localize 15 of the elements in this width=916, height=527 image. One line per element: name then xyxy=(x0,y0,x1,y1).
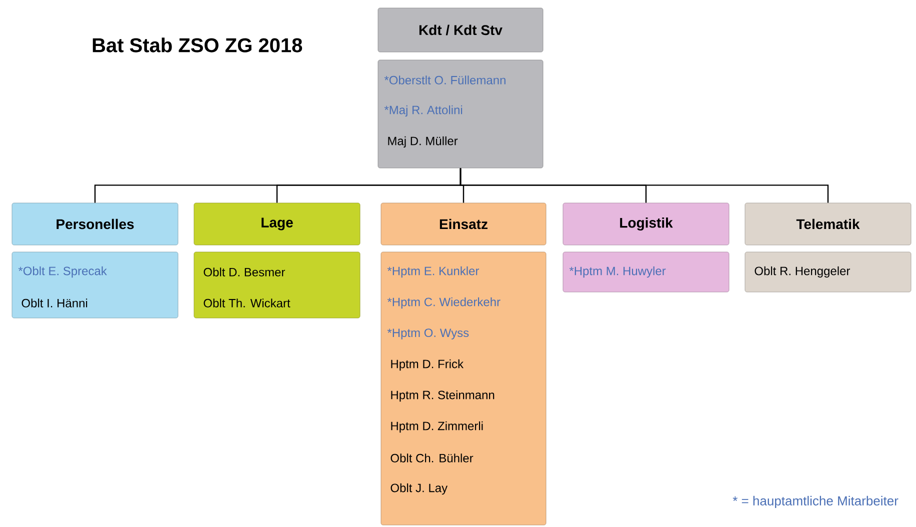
member-box: *Hptm E. Kunkler *Hptm C. Wiederkehr *Hptm O. Wyss Hptm D. Frick Hptm R. Steinmann Hptm D. Zimmerli Oblt Ch. Bühler Oblt J. Lay xyxy=(380,252,546,526)
header-box: Kdt / Kdt Stv xyxy=(378,8,544,52)
header-box: Telematik xyxy=(744,202,912,246)
member-box: Oblt D. Besmer Oblt Th. Wickart xyxy=(194,252,360,318)
member-box: *Hptm M. Huwyler xyxy=(562,252,730,292)
header-box: Logistik xyxy=(562,202,730,246)
header-box: Lage xyxy=(194,202,360,246)
header-box: Personelles xyxy=(12,202,178,246)
member-box: *Oberstlt O. Füllemann *Maj R. Attolini Maj D. Müller xyxy=(378,60,544,168)
title: Bat Stab ZSO ZG 2018 xyxy=(92,38,302,52)
member-box: *Oblt E. Sprecak Oblt I. Hänni xyxy=(12,252,178,318)
header-box: Einsatz xyxy=(380,202,546,246)
member-box: Oblt R. Henggeler xyxy=(744,252,912,292)
connector-line xyxy=(460,168,829,203)
footnote: * = hauptamtliche Mitarbeiter xyxy=(732,496,898,508)
